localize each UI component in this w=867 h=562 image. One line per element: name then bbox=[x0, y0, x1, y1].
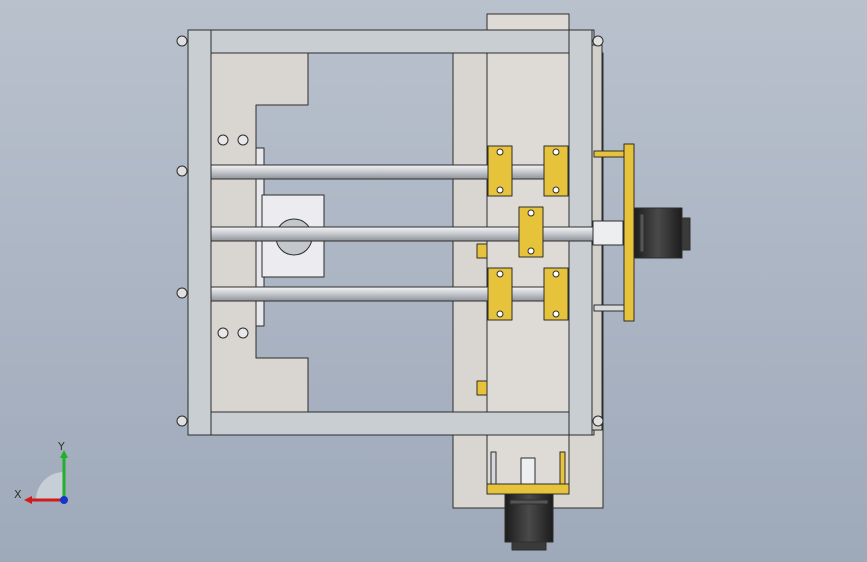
mount-standoff-top[interactable] bbox=[593, 150, 625, 158]
bottom-coupler[interactable] bbox=[520, 457, 536, 485]
lead-screw-coupler[interactable] bbox=[592, 220, 624, 246]
frame-top-bar[interactable] bbox=[187, 29, 595, 54]
lead-screw[interactable] bbox=[210, 226, 626, 242]
bolt-top-left bbox=[176, 35, 188, 47]
bearing-block-lower-left[interactable] bbox=[487, 267, 513, 321]
bearing-block-upper-right[interactable] bbox=[543, 145, 569, 197]
x-axis-label: X bbox=[14, 488, 22, 501]
screw-upper-b bbox=[237, 134, 249, 146]
bearing-block-upper-left[interactable] bbox=[487, 145, 513, 197]
motor-mount-right[interactable] bbox=[623, 143, 635, 322]
bottom-guide-rod-right[interactable] bbox=[559, 451, 566, 485]
bearing-block-lower-right[interactable] bbox=[543, 267, 569, 321]
motor-mount-bottom[interactable] bbox=[486, 483, 570, 495]
triad-plane bbox=[36, 472, 64, 500]
bolt-bottom-right bbox=[592, 415, 604, 427]
bottom-guide-rod-left[interactable] bbox=[490, 451, 497, 485]
screw-upper-a bbox=[217, 134, 229, 146]
screw-nut-block[interactable] bbox=[518, 206, 544, 258]
bolt-mid-left-lower bbox=[176, 287, 188, 299]
mount-standoff-bottom[interactable] bbox=[593, 304, 625, 312]
y-axis-label: Y bbox=[57, 440, 65, 453]
x-axis-arrowhead bbox=[24, 496, 32, 504]
bolt-mid-left-upper bbox=[176, 165, 188, 177]
guide-rod-upper[interactable] bbox=[210, 164, 570, 180]
z-axis-dot bbox=[60, 496, 68, 504]
frame-bottom-bar[interactable] bbox=[187, 411, 595, 436]
y-axis-arrowhead bbox=[60, 450, 68, 458]
bolt-bottom-left bbox=[176, 415, 188, 427]
axis-triad: X Y bbox=[14, 440, 68, 504]
screw-lower-a bbox=[217, 327, 229, 339]
guide-rod-lower[interactable] bbox=[210, 286, 570, 302]
stop-block-upper[interactable] bbox=[476, 243, 488, 259]
stop-block-lower[interactable] bbox=[476, 380, 488, 396]
motor-bottom[interactable] bbox=[504, 493, 554, 551]
motor-right[interactable] bbox=[633, 207, 691, 259]
frame-left-bar[interactable] bbox=[187, 29, 212, 436]
screw-lower-b bbox=[237, 327, 249, 339]
bolt-top-right bbox=[592, 35, 604, 47]
